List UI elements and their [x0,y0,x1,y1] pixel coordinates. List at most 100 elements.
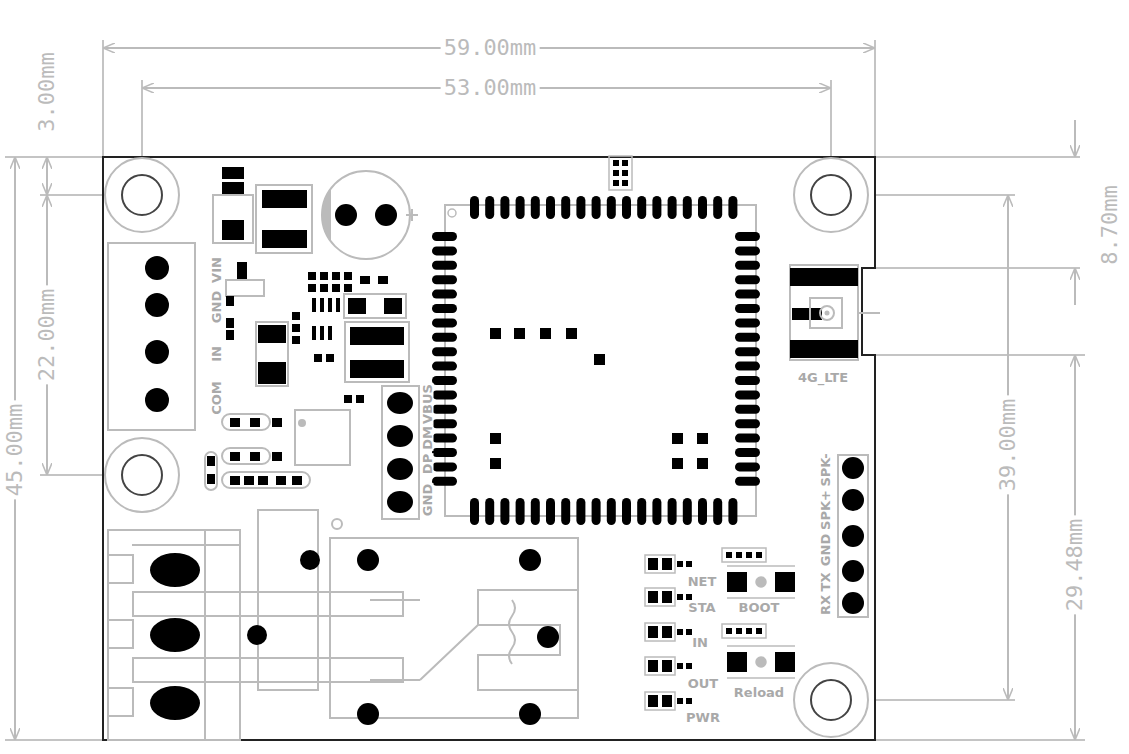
module-pad [713,498,722,525]
led-indicators [648,552,795,707]
pin-name: VIN [210,256,223,284]
dimension-text: 8.70mm [1099,182,1121,267]
dimension-text: 45.00mm [4,401,26,500]
pin-name: COM [210,380,223,416]
module-pad [592,196,601,219]
pin-name: SPK+ [819,489,832,531]
module-pad [576,498,585,525]
module-pad [485,498,494,525]
module-pad [735,261,760,270]
module-pad [432,448,457,457]
module-pad [668,196,677,219]
module-pad [470,498,479,525]
module-pad [607,196,616,219]
module-pad [735,390,760,399]
pin-name: VBUS [421,383,434,425]
module-pad [516,196,525,219]
module-pad [500,196,509,219]
module-pad [432,246,457,255]
extension-lines [5,40,1085,740]
capacitor [322,171,418,259]
pin-name: DM [421,425,434,451]
module-pad [735,290,760,299]
led-label: STA [687,601,716,614]
module-pad [622,498,631,525]
module-pad [735,448,760,457]
module-pad [432,462,457,471]
dimension-text: 53.00mm [441,77,540,99]
lte-module [445,205,756,516]
module-pad [500,498,509,525]
pin-name: GND [210,290,223,324]
module-pad [735,462,760,471]
module-pad [432,232,457,241]
module-pad [531,196,540,219]
module-pad [432,376,457,385]
module-pad [576,196,585,219]
module-pad [698,498,707,525]
module-pad [735,246,760,255]
module-pad [735,304,760,313]
power-components [205,167,409,490]
module-pad [516,498,525,525]
led-label: IN [691,636,709,649]
module-pad [683,196,692,219]
module-pad [432,405,457,414]
module-pad [668,498,677,525]
led-label: OUT [687,677,719,690]
module-pad [735,318,760,327]
pin-name: TX [819,572,832,593]
module-pad [728,498,737,525]
output-terminal [108,510,578,740]
module-pad [432,390,457,399]
speaker-header [838,455,868,617]
module-pad [432,333,457,342]
module-pad [637,196,646,219]
module-pad [432,290,457,299]
module-pad [735,477,760,486]
module-pad [485,196,494,219]
module-pad [735,419,760,428]
module-pad [432,261,457,270]
module-pad [432,477,457,486]
module-pad [531,498,540,525]
dimension-text: 29.48mm [1064,516,1086,615]
module-pad [735,232,760,241]
module-pad [432,304,457,313]
module-pad [432,362,457,371]
module-pad [546,498,555,525]
dimension-text: 39.00mm [997,396,1019,495]
connector-label: 4G_LTE [797,371,849,384]
module-pad [728,196,737,219]
module-pad [735,333,760,342]
module-pad [432,347,457,356]
pin-name: DP [421,453,434,475]
module-pad [735,347,760,356]
led-label: PWR [685,711,721,724]
relay-pads [150,549,559,725]
module-pad [470,196,479,219]
button-label: BOOT [738,601,781,614]
usb-pads [387,392,413,513]
dimension-text: 59.00mm [441,37,540,59]
module-pad [735,275,760,284]
module-pad [561,498,570,525]
module-pad [561,196,570,219]
module-pad [735,376,760,385]
board-outline [103,157,875,740]
pin-name: GND [421,483,434,517]
speaker-pads [842,457,864,614]
dimension-lines [15,48,1075,739]
module-pad [735,362,760,371]
module-pad [637,498,646,525]
dimension-text: 3.00mm [36,49,58,134]
pin-name: IN [210,345,223,363]
module-pad [432,318,457,327]
module-pad [683,498,692,525]
module-pad [735,405,760,414]
module-pad [735,434,760,443]
module-pad [432,434,457,443]
pin-name: RX [819,594,832,616]
pin-name: SPK- [819,452,832,487]
